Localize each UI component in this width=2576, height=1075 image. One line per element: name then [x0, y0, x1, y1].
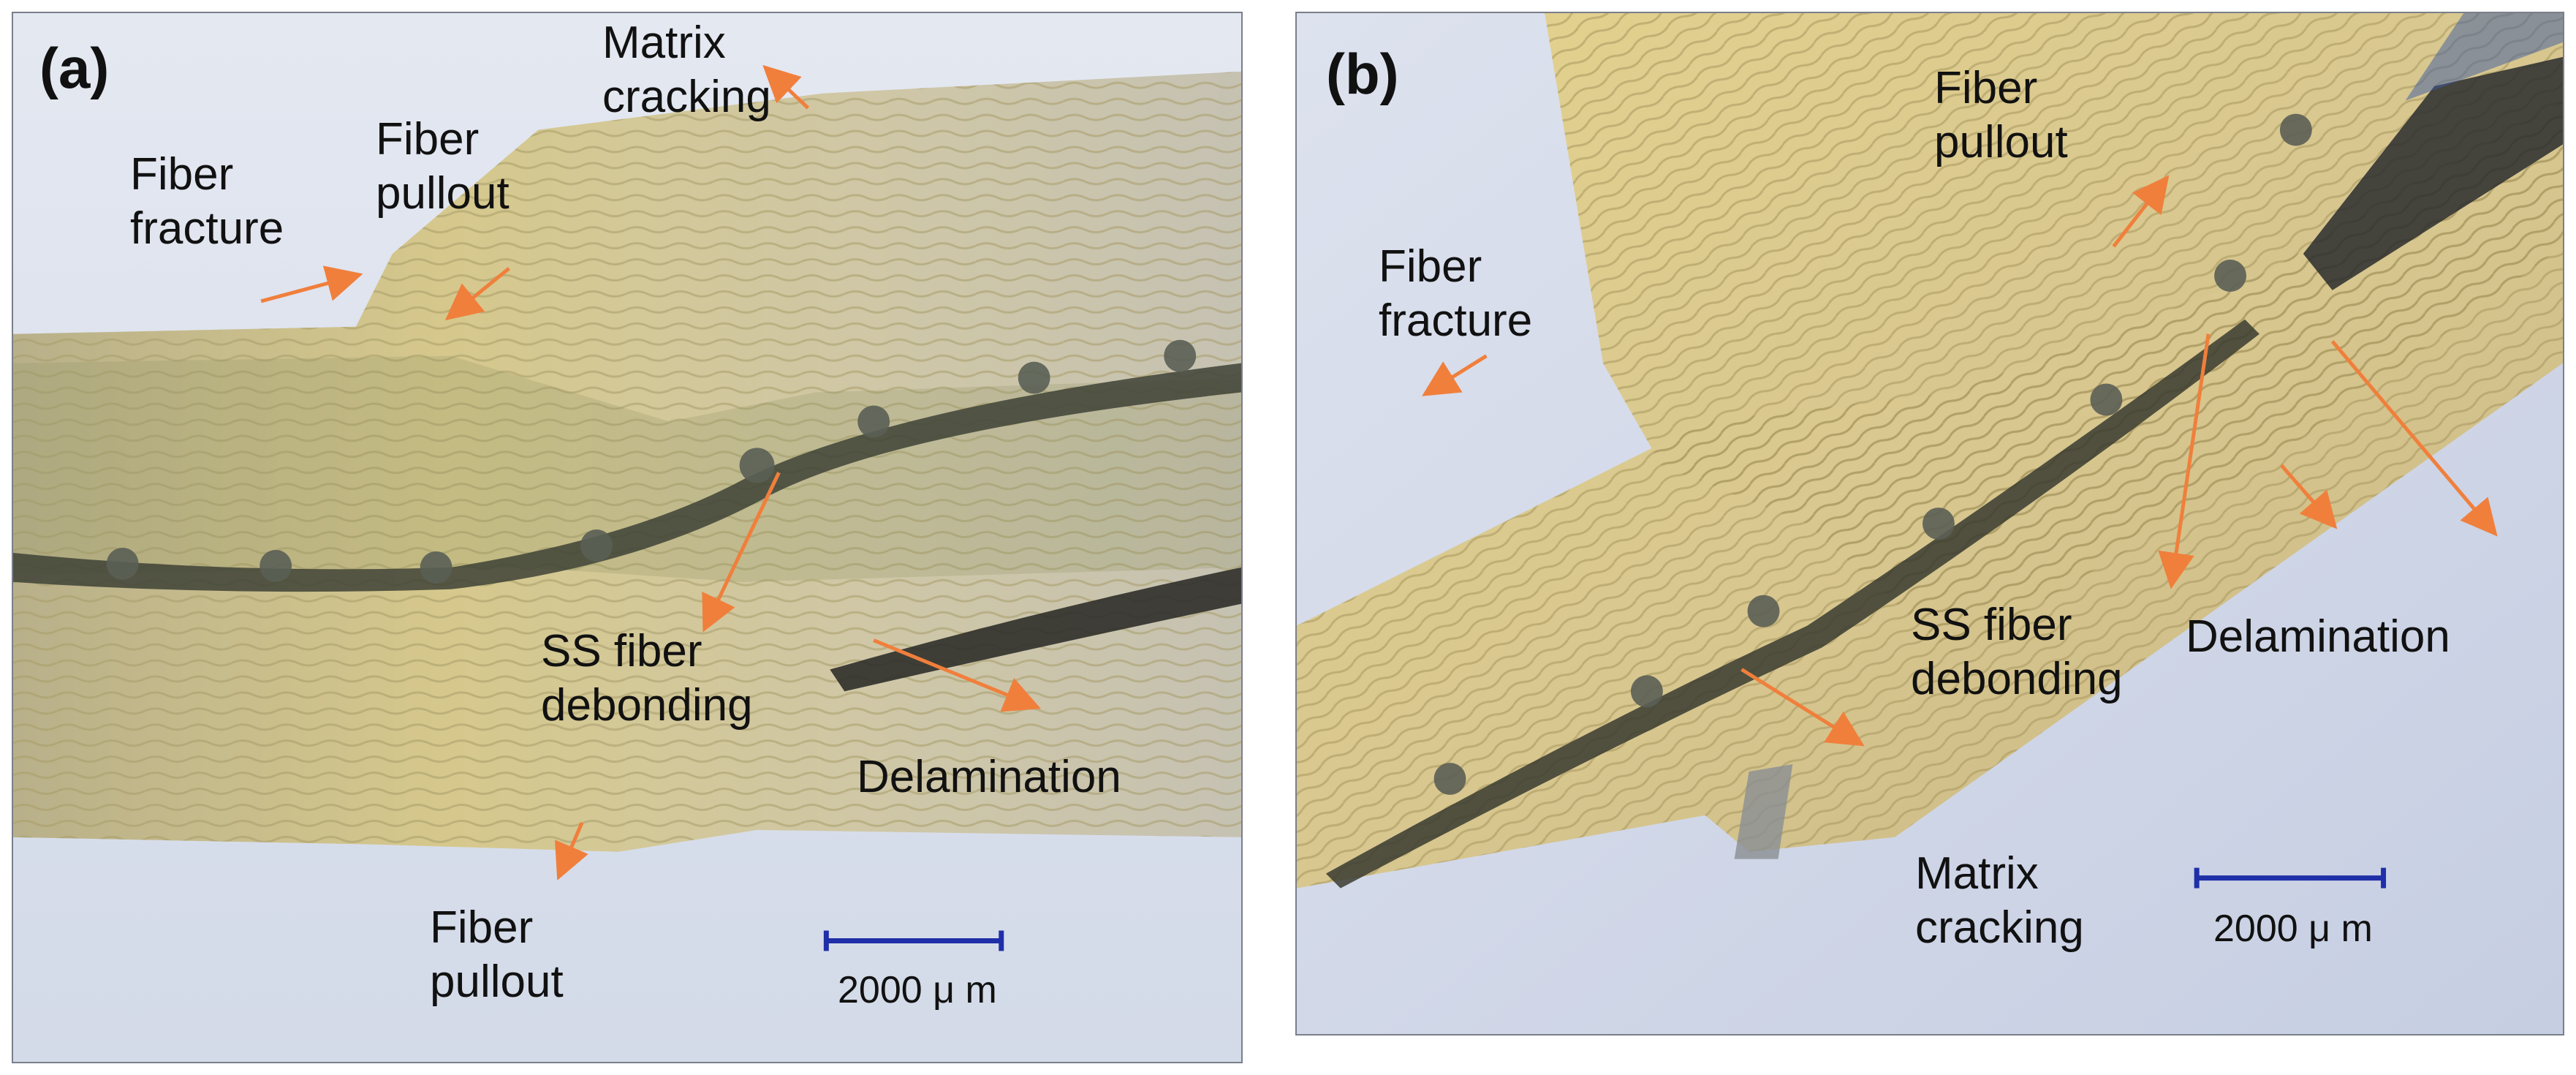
photo-panel-b: (b) Fiber pullout Fiber fracture SS fibe…	[1295, 12, 2564, 1036]
label-fiber-fracture-b: Fiber fracture	[1379, 241, 1533, 346]
label-matrix-cracking-b: Matrix cracking	[1915, 848, 2084, 953]
label-ss-fiber-debonding-b: SS fiber debonding	[1911, 600, 2123, 704]
arrow-delamination-long-b	[2330, 340, 2498, 537]
arrow-fiber-fracture-a	[260, 265, 363, 303]
arrow-ss-debonding-a	[702, 472, 781, 633]
label-fiber-pullout-a: Fiber pullout	[376, 114, 509, 219]
arrow-fiber-pullout-bottom-a	[555, 821, 588, 880]
label-delamination-a: Delamination	[857, 752, 1121, 802]
label-delamination-b: Delamination	[2186, 611, 2450, 662]
arrow-matrix-cracking-b	[1740, 668, 1865, 747]
arrow-fiber-pullout-a	[444, 267, 510, 321]
arrow-delamination-a	[873, 638, 1041, 712]
arrow-matrix-cracking-a	[762, 64, 810, 110]
panel-letter-a: (a)	[39, 36, 110, 100]
label-fiber-pullout-bottom-a: Fiber pullout	[430, 902, 564, 1007]
arrow-fiber-pullout-b	[2112, 175, 2170, 248]
composite-specimen-photo-a	[13, 13, 1241, 1062]
scale-bar-b	[2194, 867, 2387, 889]
scale-bar-label-a: 2000 μ m	[838, 969, 997, 1011]
arrow-fiber-fracture-b	[1422, 354, 1488, 396]
delamination-wedge-a	[830, 567, 1241, 692]
label-ss-fiber-debonding-a: SS fiber debonding	[541, 626, 753, 731]
arrow-ss-debonding-b	[2158, 333, 2211, 589]
panel-letter-b: (b)	[1326, 42, 1399, 106]
label-fiber-fracture-a: Fiber fracture	[130, 149, 284, 254]
scale-bar-label-b: 2000 μ m	[2213, 908, 2373, 950]
composite-specimen-photo-b	[1297, 13, 2563, 1034]
arrow-delamination-short-b	[2280, 464, 2338, 529]
label-matrix-cracking-a: Matrix cracking	[602, 18, 771, 122]
photo-panel-a: (a) Matrix cracking Fiber pullout Fiber …	[12, 12, 1243, 1063]
ss-fiber-channel-b	[1325, 319, 2259, 889]
ss-fiber-channel-a	[13, 363, 1241, 592]
label-fiber-pullout-b: Fiber pullout	[1934, 63, 2068, 167]
scale-bar-a	[823, 930, 1004, 951]
